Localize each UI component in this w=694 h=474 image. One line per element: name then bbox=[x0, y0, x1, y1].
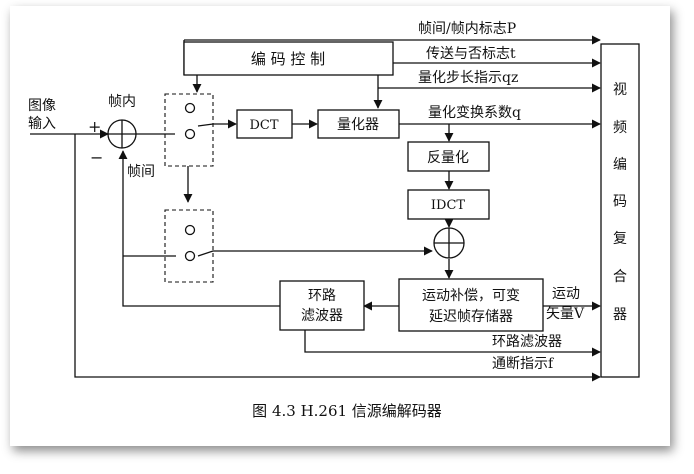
mux-label: 视 频 编 码 复 合 器 bbox=[613, 82, 627, 323]
input-label-1: 图像 bbox=[28, 98, 56, 114]
flag-p-label: 帧间/帧内标志P bbox=[418, 21, 516, 37]
intra-label: 帧内 bbox=[108, 94, 136, 110]
filter-f-label-1: 环路滤波器 bbox=[492, 334, 562, 350]
loop-filter-label-1: 环路 bbox=[308, 288, 336, 304]
switch2-upper-contact bbox=[184, 224, 196, 236]
coding-control-box bbox=[183, 41, 394, 76]
minus-sign: − bbox=[90, 148, 103, 167]
wire-outer-loop bbox=[74, 134, 601, 382]
motion-comp-label-2: 延迟帧存储器 bbox=[429, 309, 513, 325]
mux-box bbox=[600, 43, 640, 378]
intra-inter-switch-box bbox=[164, 93, 214, 167]
inter-label: 帧间 bbox=[127, 164, 155, 180]
wire-switch-dct bbox=[197, 119, 237, 129]
dct-label: DCT bbox=[249, 118, 278, 133]
prediction-switch-box bbox=[164, 209, 214, 283]
wires bbox=[30, 35, 601, 382]
motion-comp-label-1: 运动补偿，可变 bbox=[422, 288, 520, 304]
qz-label: 量化步长指示qz bbox=[418, 70, 518, 86]
wire-filter-feedback bbox=[118, 150, 280, 307]
switch1-upper-contact bbox=[184, 102, 196, 114]
dct-box bbox=[236, 109, 293, 139]
mux-char-6: 合 bbox=[613, 269, 627, 285]
inverse-quantizer-label: 反量化 bbox=[427, 150, 469, 166]
figure-card bbox=[10, 6, 670, 446]
idct-box bbox=[407, 189, 490, 220]
switch2-lower-contact bbox=[184, 250, 196, 262]
loop-filter-label-2: 滤波器 bbox=[301, 308, 343, 324]
switch1-lower-contact bbox=[184, 128, 196, 140]
quantizer-label: 量化器 bbox=[337, 117, 379, 133]
input-label-2: 输入 bbox=[28, 116, 56, 132]
mux-char-1: 视 bbox=[613, 82, 627, 98]
plus-sign: + bbox=[88, 117, 101, 136]
mux-char-4: 码 bbox=[613, 194, 627, 210]
quantizer-box bbox=[317, 109, 400, 139]
reconstruction-adder bbox=[433, 227, 465, 259]
mux-char-3: 编 bbox=[613, 157, 627, 173]
idct-label: IDCT bbox=[431, 198, 466, 213]
flag-t-label: 传送与否标志t bbox=[426, 46, 516, 62]
motion-comp-box bbox=[398, 278, 544, 332]
coding-control-label: 编 码 控 制 bbox=[251, 50, 325, 68]
figure-caption: 图 4.3 H.261 信源编解码器 bbox=[252, 402, 442, 420]
mux-char-2: 频 bbox=[613, 120, 627, 136]
mv-label-1: 运动 bbox=[552, 286, 580, 302]
mux-char-5: 复 bbox=[613, 230, 627, 247]
inverse-quantizer-box bbox=[407, 141, 490, 172]
wire-filter-f bbox=[304, 330, 601, 357]
mv-label-2: 矢量V bbox=[546, 306, 585, 322]
input-subtractor bbox=[107, 119, 137, 149]
wire-switch2-adder bbox=[197, 246, 433, 257]
filter-f-label-2: 通断指示f bbox=[492, 356, 555, 372]
loop-filter-box bbox=[279, 280, 365, 331]
mux-char-7: 器 bbox=[613, 307, 627, 323]
q-label: 量化变换系数q bbox=[428, 104, 521, 121]
